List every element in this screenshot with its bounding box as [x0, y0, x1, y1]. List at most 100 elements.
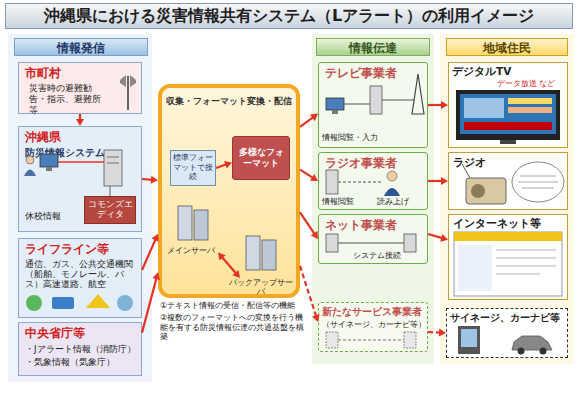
box-title: テレビ事業者: [325, 66, 421, 80]
server-body: [246, 236, 260, 270]
source-box: 市町村災害時の避難勧告・指示、避難所等: [18, 62, 142, 114]
box-text: 災害時の避難勧告・指示、避難所等: [29, 83, 109, 115]
box-title: 情報伝達: [317, 41, 429, 55]
ship-icon: [117, 295, 133, 311]
provider-box: ラジオ事業者情報閲覧 読み上げ: [318, 152, 428, 210]
connector-line: [142, 277, 157, 333]
server-body: [326, 170, 338, 194]
loudspeaker-icon: [120, 75, 136, 110]
antenna-tower: [412, 74, 424, 114]
box-title: 市町村: [25, 66, 135, 80]
monitor: [326, 98, 344, 110]
connector-arrow: [216, 161, 232, 169]
monitor-stand: [46, 167, 52, 171]
signage-car-icons: [458, 326, 552, 355]
column-panel: [8, 34, 152, 382]
connector-arrow: [218, 253, 240, 279]
box-title: 新たなサービス事業者: [322, 306, 426, 318]
tv-station-icons: [326, 74, 424, 114]
arrow-head: [151, 176, 158, 184]
source-box: ライフライン等通信、ガス、公共交通機関（船舶、モノレール、バス）高速道路、航空: [18, 238, 142, 318]
speaker: [130, 75, 136, 87]
box-text: 通信、ガス、公共交通機関（船舶、モノレール、バス）高速道路、航空: [25, 259, 137, 290]
lifeline-icons: [26, 294, 133, 311]
server-icon: [58, 150, 122, 196]
arrow-head: [218, 253, 226, 261]
resident-box: サイネージ、カーナビ等: [446, 308, 568, 358]
box-title: サイネージ、カーナビ等: [450, 312, 564, 323]
speech-bubble: [512, 162, 564, 202]
radio-antenna: [462, 164, 470, 178]
digital-tv-icon: [456, 90, 560, 144]
server-body: [178, 206, 192, 240]
server-body: [370, 86, 382, 114]
box-title: 標準フォーマットで接続: [172, 153, 214, 182]
server-body: [404, 234, 416, 252]
box-title: ラジオ: [453, 156, 513, 169]
web-line: [496, 258, 556, 259]
server-body: [404, 332, 416, 348]
arrow-head: [232, 270, 240, 278]
radio-speaker: [471, 184, 485, 198]
box-text: データ放送 など: [497, 79, 563, 88]
monitor-stand: [332, 110, 338, 114]
server-body: [104, 150, 122, 186]
connector-line: [221, 256, 236, 274]
net-provider-icons: [326, 234, 416, 252]
source-box: 沖縄県防災情報システム休校情報コモンズエディタ: [18, 126, 142, 232]
web-line: [496, 274, 540, 275]
tv-screen: [460, 94, 556, 134]
box-title: 沖縄県: [25, 130, 135, 144]
connector-arrow: [300, 114, 318, 127]
box-text: 防災情報システム: [25, 147, 135, 158]
server-slot: [107, 163, 119, 164]
box-text: 情報閲覧: [322, 197, 362, 206]
signage-screen: [461, 329, 477, 347]
wire: [58, 161, 104, 163]
arrow-head: [312, 314, 320, 322]
speaker: [120, 75, 126, 87]
column-header: 情報伝達: [316, 38, 430, 56]
wire: [338, 340, 404, 341]
tv-frame: [456, 90, 560, 140]
car-wheel: [540, 348, 547, 355]
radio-icon: [462, 162, 564, 204]
box-title: 多様なフォーマット: [236, 147, 286, 169]
screen-panel: [464, 122, 552, 130]
column-header: 情報発信: [14, 38, 148, 56]
connector-line: [428, 234, 443, 238]
screen-panel: [464, 98, 504, 118]
utility-icon: [26, 295, 42, 311]
person-body: [384, 188, 400, 196]
connector-line: [142, 178, 153, 181]
web-page-icon: [454, 232, 562, 296]
box-title: デジタルTV: [452, 65, 552, 78]
bubble-line: [522, 188, 554, 189]
connector-line: [428, 180, 443, 182]
box-title: 情報発信: [15, 41, 147, 55]
car-body: [512, 336, 552, 350]
new-service-icons: [326, 332, 416, 348]
connector-arrow: [142, 272, 160, 332]
connector-arrow: [142, 234, 159, 270]
column-panel: [440, 34, 574, 364]
radio-station-icons: [326, 170, 400, 196]
server-body: [194, 210, 208, 240]
connector-arrow: [76, 114, 84, 126]
connector-line: [300, 117, 314, 127]
connector-arrow: [300, 170, 318, 181]
box-text: 読み上げ: [377, 197, 417, 206]
provider-box: テレビ事業者情報閲覧・入力: [318, 62, 428, 148]
arrow-head: [439, 329, 446, 337]
box-title: ライフライン等: [25, 242, 135, 256]
arrow-head: [224, 161, 232, 169]
box-title: ネット事業者: [325, 218, 421, 232]
pole: [127, 76, 129, 110]
box-text: ・気象情報（気象庁）: [25, 357, 139, 367]
box-title: ラジオ事業者: [325, 156, 421, 170]
plane-icon: [86, 294, 110, 308]
connector-arrow: [428, 234, 448, 242]
box-title: メインサーバ: [164, 246, 218, 256]
server-body: [326, 234, 338, 252]
